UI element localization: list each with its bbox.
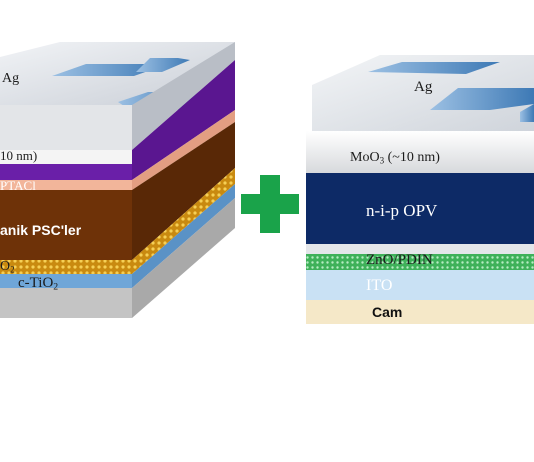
left-ag-label: Ag [2, 71, 20, 86]
right-ag-label: Ag [414, 79, 433, 95]
left-side-purple [132, 60, 235, 180]
left-ptacl-front [0, 180, 132, 190]
left-psc-label: anik PSC'ler [0, 222, 82, 238]
left-perovskite-cell [0, 42, 235, 318]
right-ag-top-face [312, 55, 534, 131]
left-side-ag [132, 42, 235, 150]
left-mtio2-label: O2 [0, 259, 15, 275]
left-mtio2-front [0, 260, 132, 274]
left-side-mesh [132, 168, 235, 274]
left-side-glass [132, 198, 235, 318]
right-ag-strip-3 [520, 104, 534, 122]
left-glass-front [0, 288, 132, 318]
right-ag-strip-1 [368, 62, 500, 74]
left-perovskite-front [0, 190, 132, 260]
right-moo3-label: MoO3 (~10 nm) [350, 150, 440, 166]
left-moo3-label: 10 nm) [0, 148, 38, 163]
right-separator [306, 244, 534, 254]
right-opv-front [306, 173, 534, 244]
left-side-ctio2 [132, 184, 235, 288]
right-cam-front [306, 300, 534, 324]
left-side-pink [132, 110, 235, 190]
right-zno-label: ZnO/PDIN [366, 252, 433, 268]
right-zno-front [306, 254, 534, 270]
left-ag-front [0, 105, 132, 150]
left-ag-strip-1 [52, 64, 168, 76]
right-ito-front [306, 270, 534, 300]
right-cam-label: Cam [372, 304, 403, 320]
left-purple-front [0, 164, 132, 180]
left-ctio2-label: c-TiO2 [18, 275, 59, 293]
right-ito-label: ITO [366, 277, 393, 294]
right-opv-cell [306, 55, 534, 324]
left-ctio2-front [0, 274, 132, 288]
left-ptacl-label: PTACl [0, 178, 36, 193]
left-moo3-front [0, 150, 132, 164]
right-moo3-front [306, 131, 534, 173]
right-ag-strip-2 [430, 88, 534, 110]
left-side-perovskite [132, 122, 235, 260]
right-opv-label: n-i-p OPV [366, 201, 438, 220]
left-ag-strip-2 [136, 58, 190, 72]
plus-icon [241, 175, 299, 233]
